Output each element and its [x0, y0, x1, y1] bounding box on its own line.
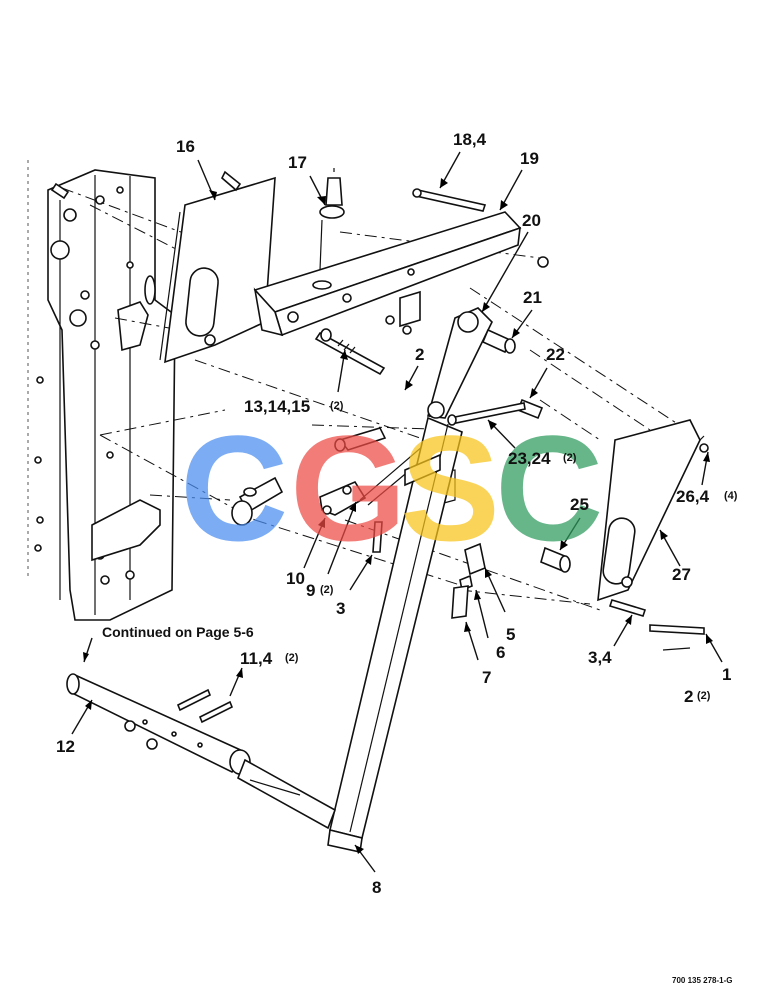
callout-2-bottom-qty: (2) — [697, 690, 711, 702]
callout-17: 17 — [288, 153, 307, 172]
callout-9: 9 — [306, 581, 315, 600]
callout-8: 8 — [372, 878, 381, 897]
cross-channel-beam — [253, 168, 549, 376]
callout-27: 27 — [672, 565, 691, 584]
leader-arrows — [71, 151, 723, 873]
callout-21: 21 — [523, 288, 542, 307]
callout-2-top: 2 — [415, 345, 424, 364]
left-mount-plate — [50, 170, 276, 364]
callout-13-14-15: 13,14,15 — [244, 397, 310, 416]
callout-20: 20 — [522, 211, 541, 230]
callout-9-qty: (2) — [320, 584, 334, 596]
side-frame-panel — [27, 160, 176, 621]
tube-assembly — [66, 673, 336, 830]
main-lever — [327, 416, 486, 853]
callout-25: 25 — [570, 495, 589, 514]
callout-2-bottom: 2 — [684, 687, 693, 706]
callout-22: 22 — [546, 345, 565, 364]
callout-18-4: 18,4 — [453, 130, 487, 149]
watermark-letter-s: S — [400, 404, 500, 572]
callout-5: 5 — [506, 625, 515, 644]
watermark-letter-g: G — [290, 404, 407, 572]
callout-3-4: 3,4 — [588, 648, 612, 667]
watermark-letter-c1: C — [180, 404, 288, 572]
center-linkage — [231, 427, 456, 553]
callout-11-4-qty: (2) — [285, 652, 299, 664]
callout-26-4: 26,4 — [676, 487, 710, 506]
figure-code: 700 135 278-1-G — [672, 976, 733, 985]
callout-19: 19 — [520, 149, 539, 168]
continued-note: Continued on Page 5-6 — [102, 624, 254, 640]
callout-12: 12 — [56, 737, 75, 756]
callout-23-24: 23,24 — [508, 449, 551, 468]
callout-1: 1 — [722, 665, 731, 684]
callout-3: 3 — [336, 599, 345, 618]
callout-10: 10 — [286, 569, 305, 588]
callout-11-4: 11,4 — [240, 649, 273, 668]
callout-6: 6 — [496, 643, 505, 662]
callout-23-24-qty: (2) — [563, 452, 577, 464]
watermark-letter-c2: C — [495, 404, 603, 572]
callout-13-14-15-qty: (2) — [330, 400, 344, 412]
right-mount-plate — [540, 419, 709, 651]
callout-16: 16 — [176, 137, 195, 156]
callout-7: 7 — [482, 668, 491, 687]
callout-26-4-qty: (4) — [724, 490, 738, 502]
callout-labels: 16 17 18,4 19 20 21 22 2 13,14,15 (2) 23… — [56, 130, 738, 985]
pivot-arm — [426, 307, 544, 426]
watermark: C G S C — [180, 404, 603, 572]
